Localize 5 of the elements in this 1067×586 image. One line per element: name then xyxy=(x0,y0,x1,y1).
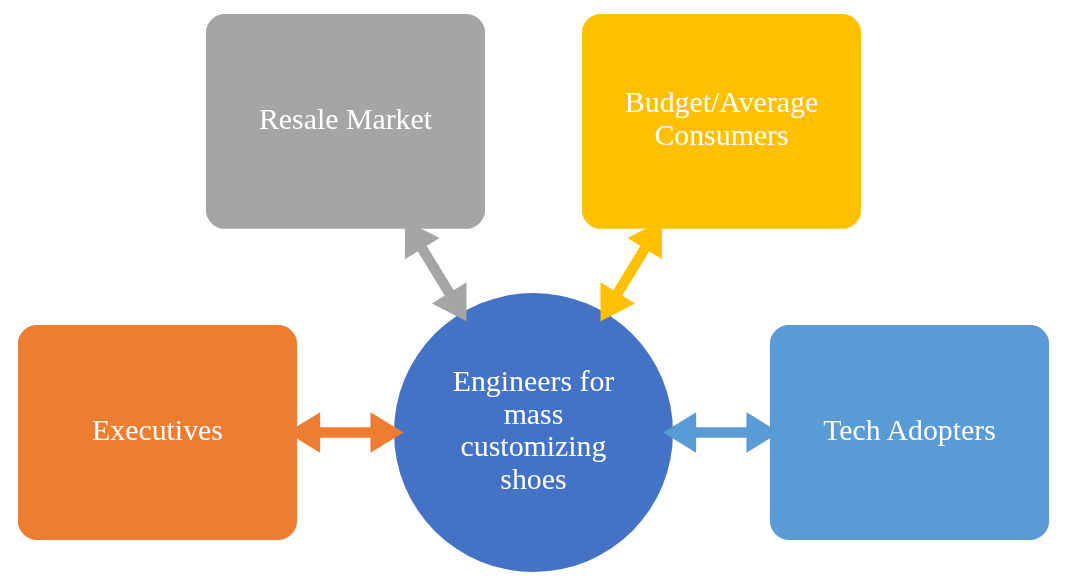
node-circle: Engineers for mass customizing shoes xyxy=(394,293,673,573)
node-box: Budget/Average Consumers xyxy=(582,13,861,229)
node-box: Resale Market xyxy=(206,13,485,229)
node-box: Executives xyxy=(17,325,297,540)
node-box: Tech Adopters xyxy=(770,325,1050,540)
